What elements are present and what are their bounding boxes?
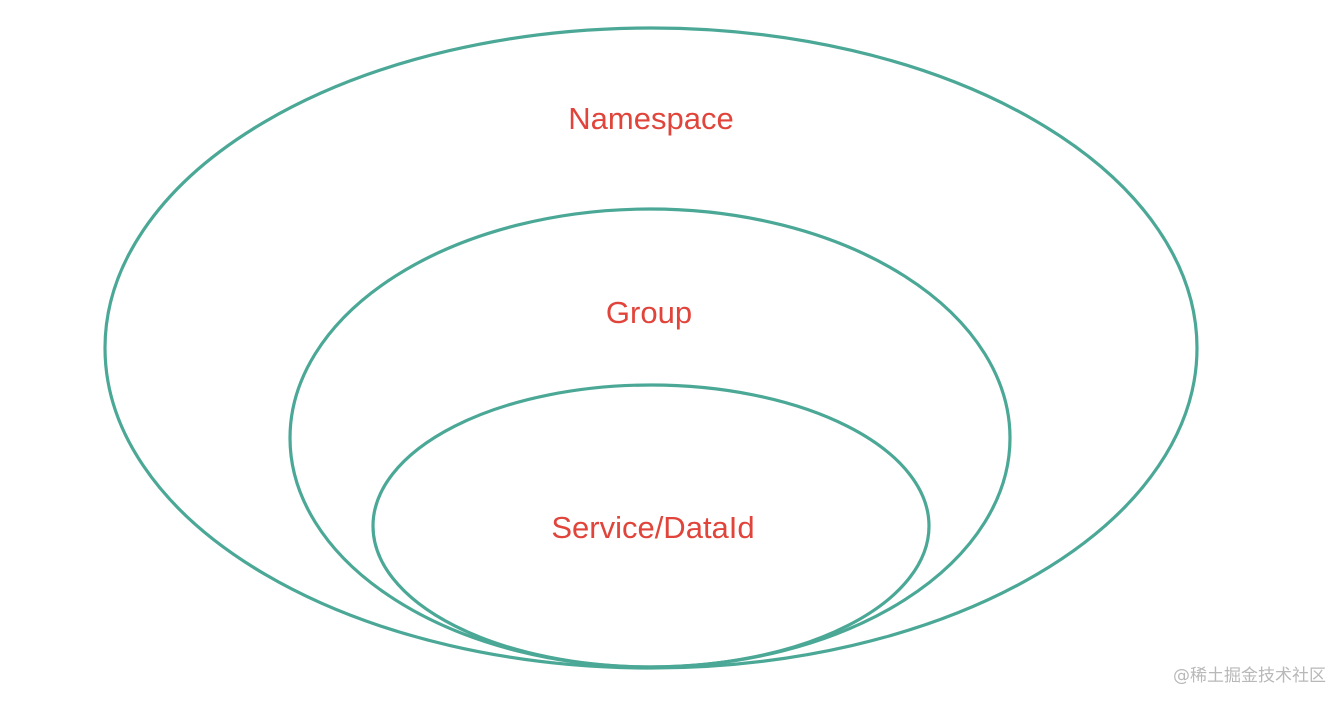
group-ring xyxy=(288,207,1012,669)
service-dataid-label: Service/DataId xyxy=(551,510,754,545)
service-dataid-ring xyxy=(371,383,931,669)
group-label: Group xyxy=(606,295,692,330)
watermark: @稀土掘金技术社区 xyxy=(1173,666,1326,686)
namespace-label: Namespace xyxy=(568,101,733,136)
